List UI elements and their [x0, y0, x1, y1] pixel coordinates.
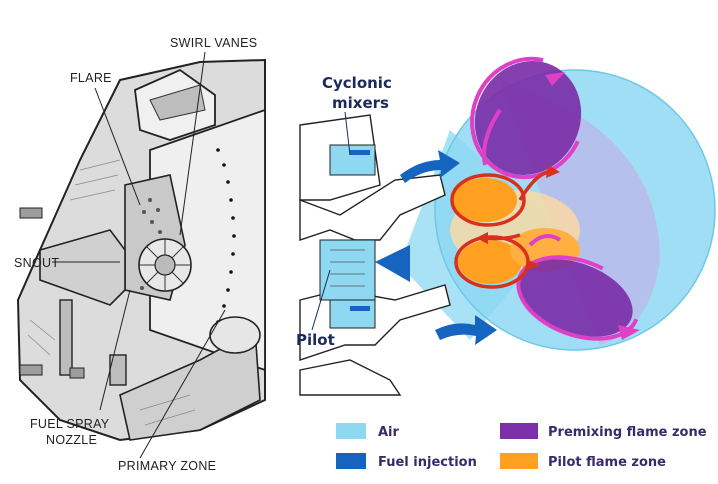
cyclonic-leader — [344, 111, 351, 156]
fuel-spray-label-line1: FUEL SPRAY — [30, 417, 110, 431]
air-sphere-outline — [434, 69, 716, 351]
cyclonic-combustor-panel: Cyclonic mixers Pilot Air Fuel injection… — [285, 0, 718, 484]
shading-hatch — [27, 159, 196, 426]
magenta-arrowhead-bottom — [618, 325, 640, 340]
cyclonic-combustor-diagram: Cyclonic mixers Pilot Air Fuel injection… — [296, 56, 716, 470]
lower-air-arrow — [435, 315, 497, 345]
legend-label-air: Air — [378, 425, 400, 440]
red-arrowhead-1 — [546, 165, 560, 178]
legend-swatch-pilot — [500, 453, 538, 469]
flare-label: FLARE — [70, 71, 112, 85]
snout — [39, 229, 126, 306]
pilot-leader — [311, 269, 331, 331]
snout-label: SNOUT — [14, 256, 59, 270]
casing-bolts — [19, 207, 85, 379]
red-arrowhead-2 — [476, 232, 488, 244]
pilot-flame-upper — [453, 178, 517, 222]
upper-flange-detail — [149, 84, 206, 121]
pilot-label: Pilot — [296, 331, 335, 349]
swirl-vanes-label: SWIRL VANES — [170, 36, 257, 50]
swirl-vane-disc — [138, 238, 192, 292]
fuel-spray-label-line2: NOZZLE — [46, 433, 97, 447]
combustor-cutaway-panel: SWIRL VANES FLARE SNOUT FUEL SPRAY NOZZL… — [0, 0, 285, 484]
legend-swatch-fuel — [336, 453, 366, 469]
upper-air-arrow — [400, 150, 460, 183]
upper-cyclonic-mixer — [329, 144, 376, 176]
fuel-nozzle-stem — [59, 299, 73, 376]
lower-cyclonic-mixer — [329, 299, 376, 329]
premix-zone-upper — [474, 61, 582, 175]
combustor-cutaway-drawing: SWIRL VANES FLARE SNOUT FUEL SPRAY NOZZL… — [14, 36, 266, 473]
lower-fuel-jet — [350, 306, 370, 311]
legend: Air Fuel injection Premixing flame zone … — [336, 423, 707, 470]
legend-swatch-premix — [500, 423, 538, 439]
pilot-fuel-jet — [375, 245, 410, 282]
legend-label-fuel: Fuel injection — [378, 455, 477, 470]
premix-swirl-arrows — [470, 56, 640, 341]
lower-housing — [119, 328, 261, 441]
legend-swatch-air — [336, 423, 366, 439]
igniter-port — [209, 316, 261, 354]
premix-zone-lower — [517, 259, 633, 337]
primary-zone-label: PRIMARY ZONE — [118, 459, 216, 473]
leader-lines — [52, 51, 226, 459]
upper-fuel-jet — [350, 150, 370, 155]
legend-label-pilot: Pilot flame zone — [548, 455, 666, 470]
pilot-flame-lower — [458, 240, 522, 284]
cyclonic-mixers-label-line1: Cyclonic — [322, 74, 392, 92]
red-arrowhead-3 — [528, 260, 540, 270]
pilot-chamber — [319, 239, 376, 301]
cyclonic-mixers-label-line2: mixers — [332, 94, 389, 112]
legend-label-premix: Premixing flame zone — [548, 425, 707, 440]
liner-holes — [216, 148, 236, 324]
pilot-vane-lines — [330, 249, 365, 287]
magenta-arrowhead-top — [545, 72, 565, 86]
